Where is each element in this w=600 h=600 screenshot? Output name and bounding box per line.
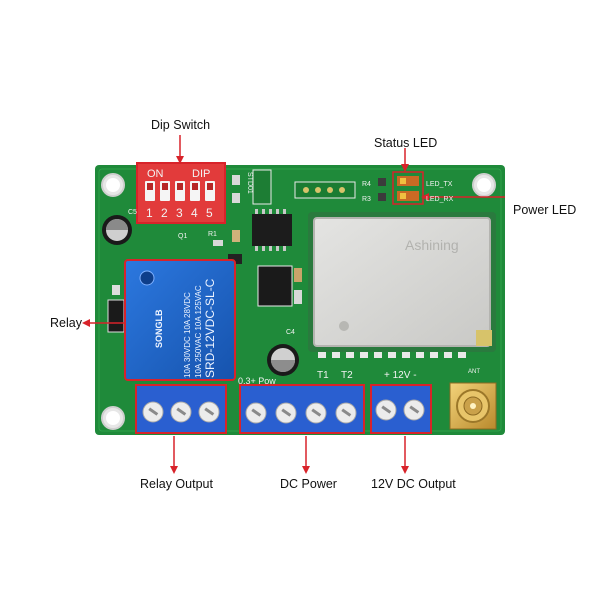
callout-relay: Relay (50, 316, 82, 330)
module-text: Ashining (405, 237, 459, 253)
dc-12v-output-terminal (370, 384, 432, 434)
q1-text: Q1 (178, 233, 187, 240)
sma-antenna-connector (449, 382, 497, 430)
callout-relay-output: Relay Output (140, 477, 213, 491)
pwr-marking-text: 0.3+ Pow (238, 376, 276, 386)
c4-text: C4 (286, 329, 295, 336)
dip-number-2: 2 (161, 206, 168, 220)
c5-text: C5 (128, 209, 137, 216)
dip-number-5: 5 (206, 206, 213, 220)
mounting-holes (101, 173, 496, 430)
wireless-module (308, 212, 496, 358)
dip-number-4: 4 (191, 206, 198, 220)
ant-text: ANT (468, 369, 480, 375)
ic-chips (213, 209, 302, 307)
dip-label-text: DIP (192, 168, 210, 180)
dip-switch (136, 162, 226, 224)
callout-lines (82, 135, 505, 474)
dip-number-1: 1 (146, 206, 153, 220)
relay (124, 259, 236, 381)
dc-power-terminal (239, 384, 365, 434)
callout-dip-switch: Dip Switch (151, 118, 211, 132)
t2-text: T2 (341, 370, 353, 381)
relay-brand-text: SONGLB (154, 309, 164, 348)
callout-12v-dc-output: 12V DC Output (371, 477, 456, 491)
r3-text: R3 (362, 196, 371, 203)
plus-12v-text: + 12V - (384, 370, 417, 381)
callout-dc-power: DC Power (280, 477, 337, 491)
r1-text: R1 (208, 231, 217, 238)
led-rx-text: LED_RX (426, 196, 454, 203)
status-led-highlight (392, 171, 424, 205)
callout-power-led: Power LED (513, 203, 577, 217)
relay-output-terminal (135, 384, 227, 434)
led-tx-text: LED_TX (426, 181, 453, 188)
relay-rating-1: 10A 250VAC 10A 125VAC (194, 285, 203, 378)
t1-text: T1 (317, 370, 329, 381)
callout-status-led: Status LED (374, 136, 438, 150)
r4-text: R4 (362, 181, 371, 188)
relay-model-text: SRD-12VDC-SL-C (203, 278, 217, 378)
std01-text: STD01 (246, 172, 253, 194)
dip-on-text: ON (147, 168, 164, 180)
capacitors (102, 215, 299, 376)
dip-number-3: 3 (176, 206, 183, 220)
relay-rating-2: 10A 30VDC 10A 28VDC (183, 292, 192, 378)
smd-components (232, 169, 419, 205)
